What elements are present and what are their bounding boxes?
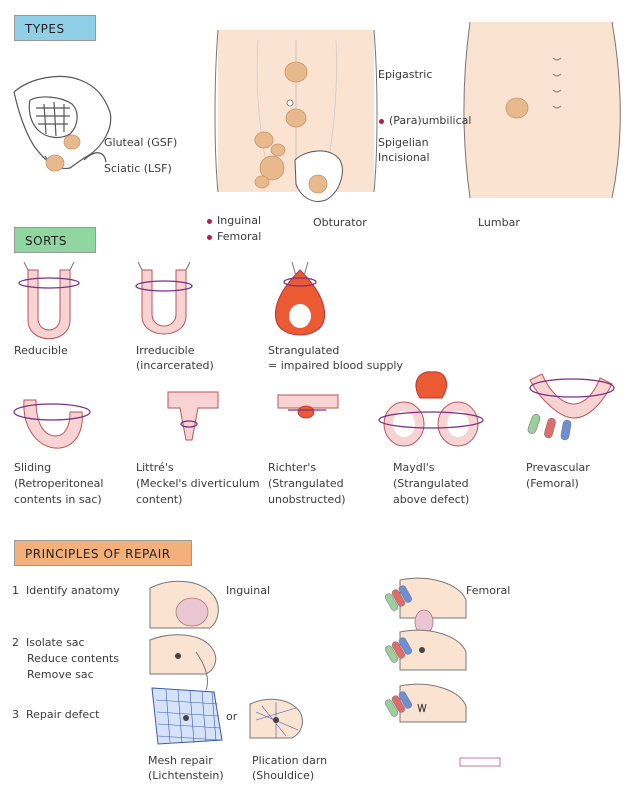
label-sciatic: Sciatic (LSF) (104, 162, 172, 176)
label-step2-reduce: Reduce contents (27, 652, 119, 666)
label-plication-darn-sub: (Shouldice) (252, 769, 314, 783)
label-mesh-repair-sub: (Lichtenstein) (148, 769, 224, 783)
label-strangulated: Strangulated (268, 344, 339, 358)
section-header-sorts: SORTS (14, 227, 96, 253)
label-gluteal: Gluteal (GSF) (104, 136, 177, 150)
label-femoral-type-text: Femoral (217, 230, 261, 243)
label-irreducible-sub: (incarcerated) (136, 359, 214, 373)
repair-inguinal-isolate-drawing (150, 635, 216, 690)
label-paraumbilical-text: (Para)umbilical (389, 114, 471, 127)
label-reducible: Reducible (14, 344, 68, 358)
label-step1: 1 Identify anatomy (12, 584, 120, 598)
repair-inguinal-identify-drawing (150, 581, 218, 628)
label-incisional: Incisional (378, 151, 430, 165)
label-obturator: Obturator (313, 216, 367, 230)
label-repair-femoral: Femoral (466, 584, 510, 598)
back-torso-drawing (464, 22, 620, 198)
sort-sliding-drawing (14, 400, 90, 448)
label-sliding-sub1: (Retroperitoneal (14, 477, 103, 491)
label-littre: Littré's (136, 461, 174, 475)
label-maydl-sub2: above defect) (393, 493, 469, 507)
sort-prevascular-drawing (527, 374, 614, 441)
sort-reducible-drawing (19, 262, 79, 339)
label-step2-remove: Remove sac (27, 668, 94, 682)
sort-richter-drawing (278, 395, 338, 418)
sort-strangulated-drawing (275, 262, 324, 335)
label-irreducible: Irreducible (136, 344, 195, 358)
label-sliding-sub2: contents in sac) (14, 493, 102, 507)
repair-darn-drawing (250, 699, 302, 738)
label-prevascular: Prevascular (526, 461, 590, 475)
label-lumbar: Lumbar (478, 216, 520, 230)
section-header-repair: PRINCIPLES OF REPAIR (14, 540, 192, 566)
sort-irreducible-drawing (136, 262, 192, 334)
label-epigastric: Epigastric (378, 68, 432, 82)
label-spigelian: Spigelian (378, 136, 429, 150)
pelvis-drawing (14, 76, 111, 168)
repair-mesh-drawing (152, 688, 222, 744)
label-sliding: Sliding (14, 461, 51, 475)
section-header-types: TYPES (14, 15, 96, 41)
dot-marker (379, 119, 384, 124)
label-mesh-repair: Mesh repair (148, 754, 213, 768)
label-littre-sub1: (Meckel's diverticulum (136, 477, 260, 491)
label-step3: 3 Repair defect (12, 708, 99, 722)
label-step2: 2 Isolate sac (12, 636, 85, 650)
label-littre-sub2: content) (136, 493, 182, 507)
label-richter: Richter's (268, 461, 316, 475)
label-strangulated-sub: = impaired blood supply (268, 359, 403, 373)
label-femoral-type: Femoral (200, 216, 261, 244)
dot-marker (207, 235, 212, 240)
label-prevascular-sub: (Femoral) (526, 477, 579, 491)
sort-maydl-drawing (379, 372, 483, 446)
label-richter-sub2: unobstructed) (268, 493, 346, 507)
label-repair-inguinal: Inguinal (226, 584, 270, 598)
label-or: or (226, 710, 237, 724)
gluteal-sciatic-hernia (46, 135, 80, 171)
front-torso-drawing (215, 30, 377, 201)
sort-littre-drawing (168, 392, 218, 440)
legend-box (460, 758, 500, 766)
label-plication-darn: Plication darn (252, 754, 327, 768)
label-paraumbilical: (Para)umbilical (372, 100, 471, 128)
label-richter-sub1: (Strangulated (268, 477, 344, 491)
label-maydl: Maydl's (393, 461, 435, 475)
label-maydl-sub1: (Strangulated (393, 477, 469, 491)
